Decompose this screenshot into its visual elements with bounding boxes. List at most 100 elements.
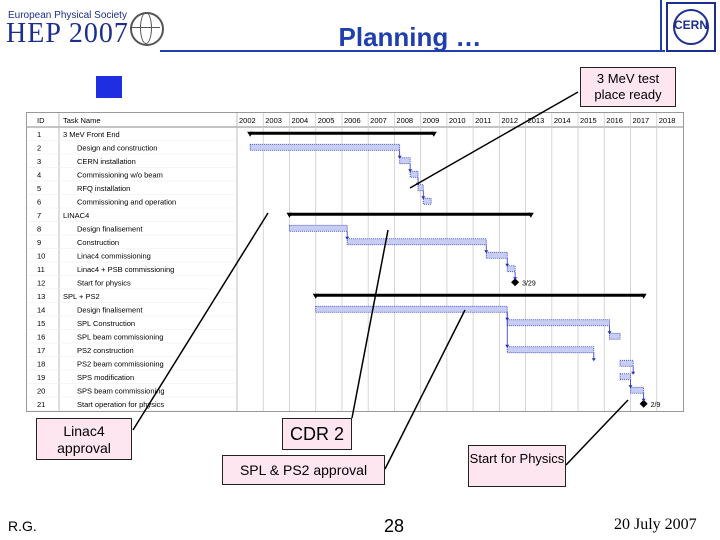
year-label: 2016: [606, 116, 623, 125]
callout-linac4-approval: Linac4 approval: [36, 418, 132, 460]
task-name: Commissioning and operation: [77, 197, 176, 206]
year-label: 2009: [423, 116, 440, 125]
task-bar: [619, 359, 634, 367]
conference-subtitle: European Physical Society: [8, 10, 127, 21]
id-header: ID: [37, 116, 45, 125]
callout-mev-test: 3 MeV test place ready: [580, 67, 676, 107]
year-label: 2012: [501, 116, 518, 125]
task-bar: [506, 346, 595, 354]
year-label: 2003: [265, 116, 282, 125]
dependency-arrowhead: [628, 385, 633, 389]
task-id: 16: [37, 332, 45, 341]
summary-bar: [250, 131, 434, 135]
task-id: 12: [37, 278, 45, 287]
footer-author: R.G.: [8, 518, 37, 534]
summary-cap-start: [312, 293, 319, 299]
milestone-marker: [511, 278, 520, 287]
milestone-marker: [639, 399, 648, 408]
year-label: 2014: [554, 116, 571, 125]
dependency-arrowhead: [345, 236, 350, 240]
dependency-arrowhead: [607, 331, 612, 335]
task-bar: [315, 305, 508, 313]
dependency-arrowhead: [631, 371, 636, 375]
blue-square-icon: [96, 76, 122, 98]
footer-page-number: 28: [384, 516, 405, 536]
callout-line-mev: [409, 91, 579, 189]
task-id: 15: [37, 319, 45, 328]
year-label: 2011: [475, 116, 491, 125]
task-bar: [506, 319, 610, 327]
year-label: 2013: [528, 116, 545, 125]
task-id: 4: [37, 170, 41, 179]
year-label: 2007: [370, 116, 387, 125]
task-id: 13: [37, 292, 45, 301]
task-id: 8: [37, 224, 41, 233]
dependency-arrowhead: [484, 250, 489, 254]
callout-line-physics: [565, 399, 629, 466]
task-id: 7: [37, 211, 41, 220]
task-bar: [417, 184, 424, 192]
task-name: RFQ installation: [77, 184, 130, 193]
summary-cap-start: [286, 212, 293, 218]
summary-cap-end: [640, 293, 647, 299]
task-bar: [619, 373, 631, 381]
title-divider: [660, 0, 662, 52]
task-name: CERN installation: [77, 157, 136, 166]
year-label: 2017: [633, 116, 650, 125]
task-id: 5: [37, 184, 41, 193]
milestone-label: 3/29: [522, 280, 536, 287]
task-name: Linac4 commissioning: [77, 251, 151, 260]
summary-cap-end: [527, 212, 534, 218]
callout-line-cdr2: [351, 229, 389, 419]
dependency-arrowhead: [513, 277, 518, 281]
task-name: PS2 construction: [77, 346, 134, 355]
task-bar: [346, 238, 487, 246]
cern-logo: CERN: [666, 2, 716, 52]
task-id: 9: [37, 238, 41, 247]
year-label: 2010: [449, 116, 466, 125]
task-name: SPL + PS2: [63, 292, 100, 301]
conference-logo-text: HEP 2007: [6, 18, 129, 49]
task-name: Design finalisement: [77, 305, 143, 314]
task-name: Linac4 + PSB commissioning: [77, 265, 174, 274]
task-name: Design and construction: [77, 143, 157, 152]
task-id: 14: [37, 305, 45, 314]
summary-cap-start: [247, 131, 254, 137]
task-id: 21: [37, 400, 45, 409]
task-name: PS2 beam commissioning: [77, 359, 164, 368]
year-label: 2018: [659, 116, 676, 125]
dependency-arrowhead: [505, 344, 510, 348]
task-bar: [485, 251, 508, 259]
task-bar: [609, 332, 621, 340]
task-name: Start for physics: [77, 278, 131, 287]
task-name: Commissioning w/o beam: [77, 170, 163, 179]
task-id: 18: [37, 359, 45, 368]
task-id: 10: [37, 251, 45, 260]
task-bar: [630, 386, 645, 394]
year-label: 2008: [396, 116, 413, 125]
year-label: 2006: [344, 116, 361, 125]
callout-cdr2: CDR 2: [282, 418, 352, 450]
task-id: 20: [37, 386, 45, 395]
task-name: Design finalisement: [77, 224, 143, 233]
cern-logo-text: CERN: [673, 18, 708, 32]
task-name: 3 MeV Front End: [63, 130, 120, 139]
cern-ring-icon: [673, 9, 709, 45]
footer-date: 20 July 2007: [614, 516, 697, 533]
task-id: 2: [37, 143, 41, 152]
dependency-arrowhead: [591, 358, 596, 362]
dependency-arrowhead: [408, 169, 413, 173]
callout-line-linac4: [132, 212, 269, 431]
globe-icon: [130, 12, 164, 46]
task-bar: [409, 170, 419, 178]
task-bar: [249, 143, 401, 151]
year-label: 2004: [291, 116, 308, 125]
title-underline: [160, 50, 665, 52]
task-name: SPS beam commissioning: [77, 386, 165, 395]
task-bar: [289, 224, 348, 232]
milestone-label: 2/9: [651, 402, 661, 409]
callout-start-physics: Start for Physics: [468, 445, 566, 487]
dependency-arrowhead: [397, 155, 402, 159]
task-id: 6: [37, 197, 41, 206]
